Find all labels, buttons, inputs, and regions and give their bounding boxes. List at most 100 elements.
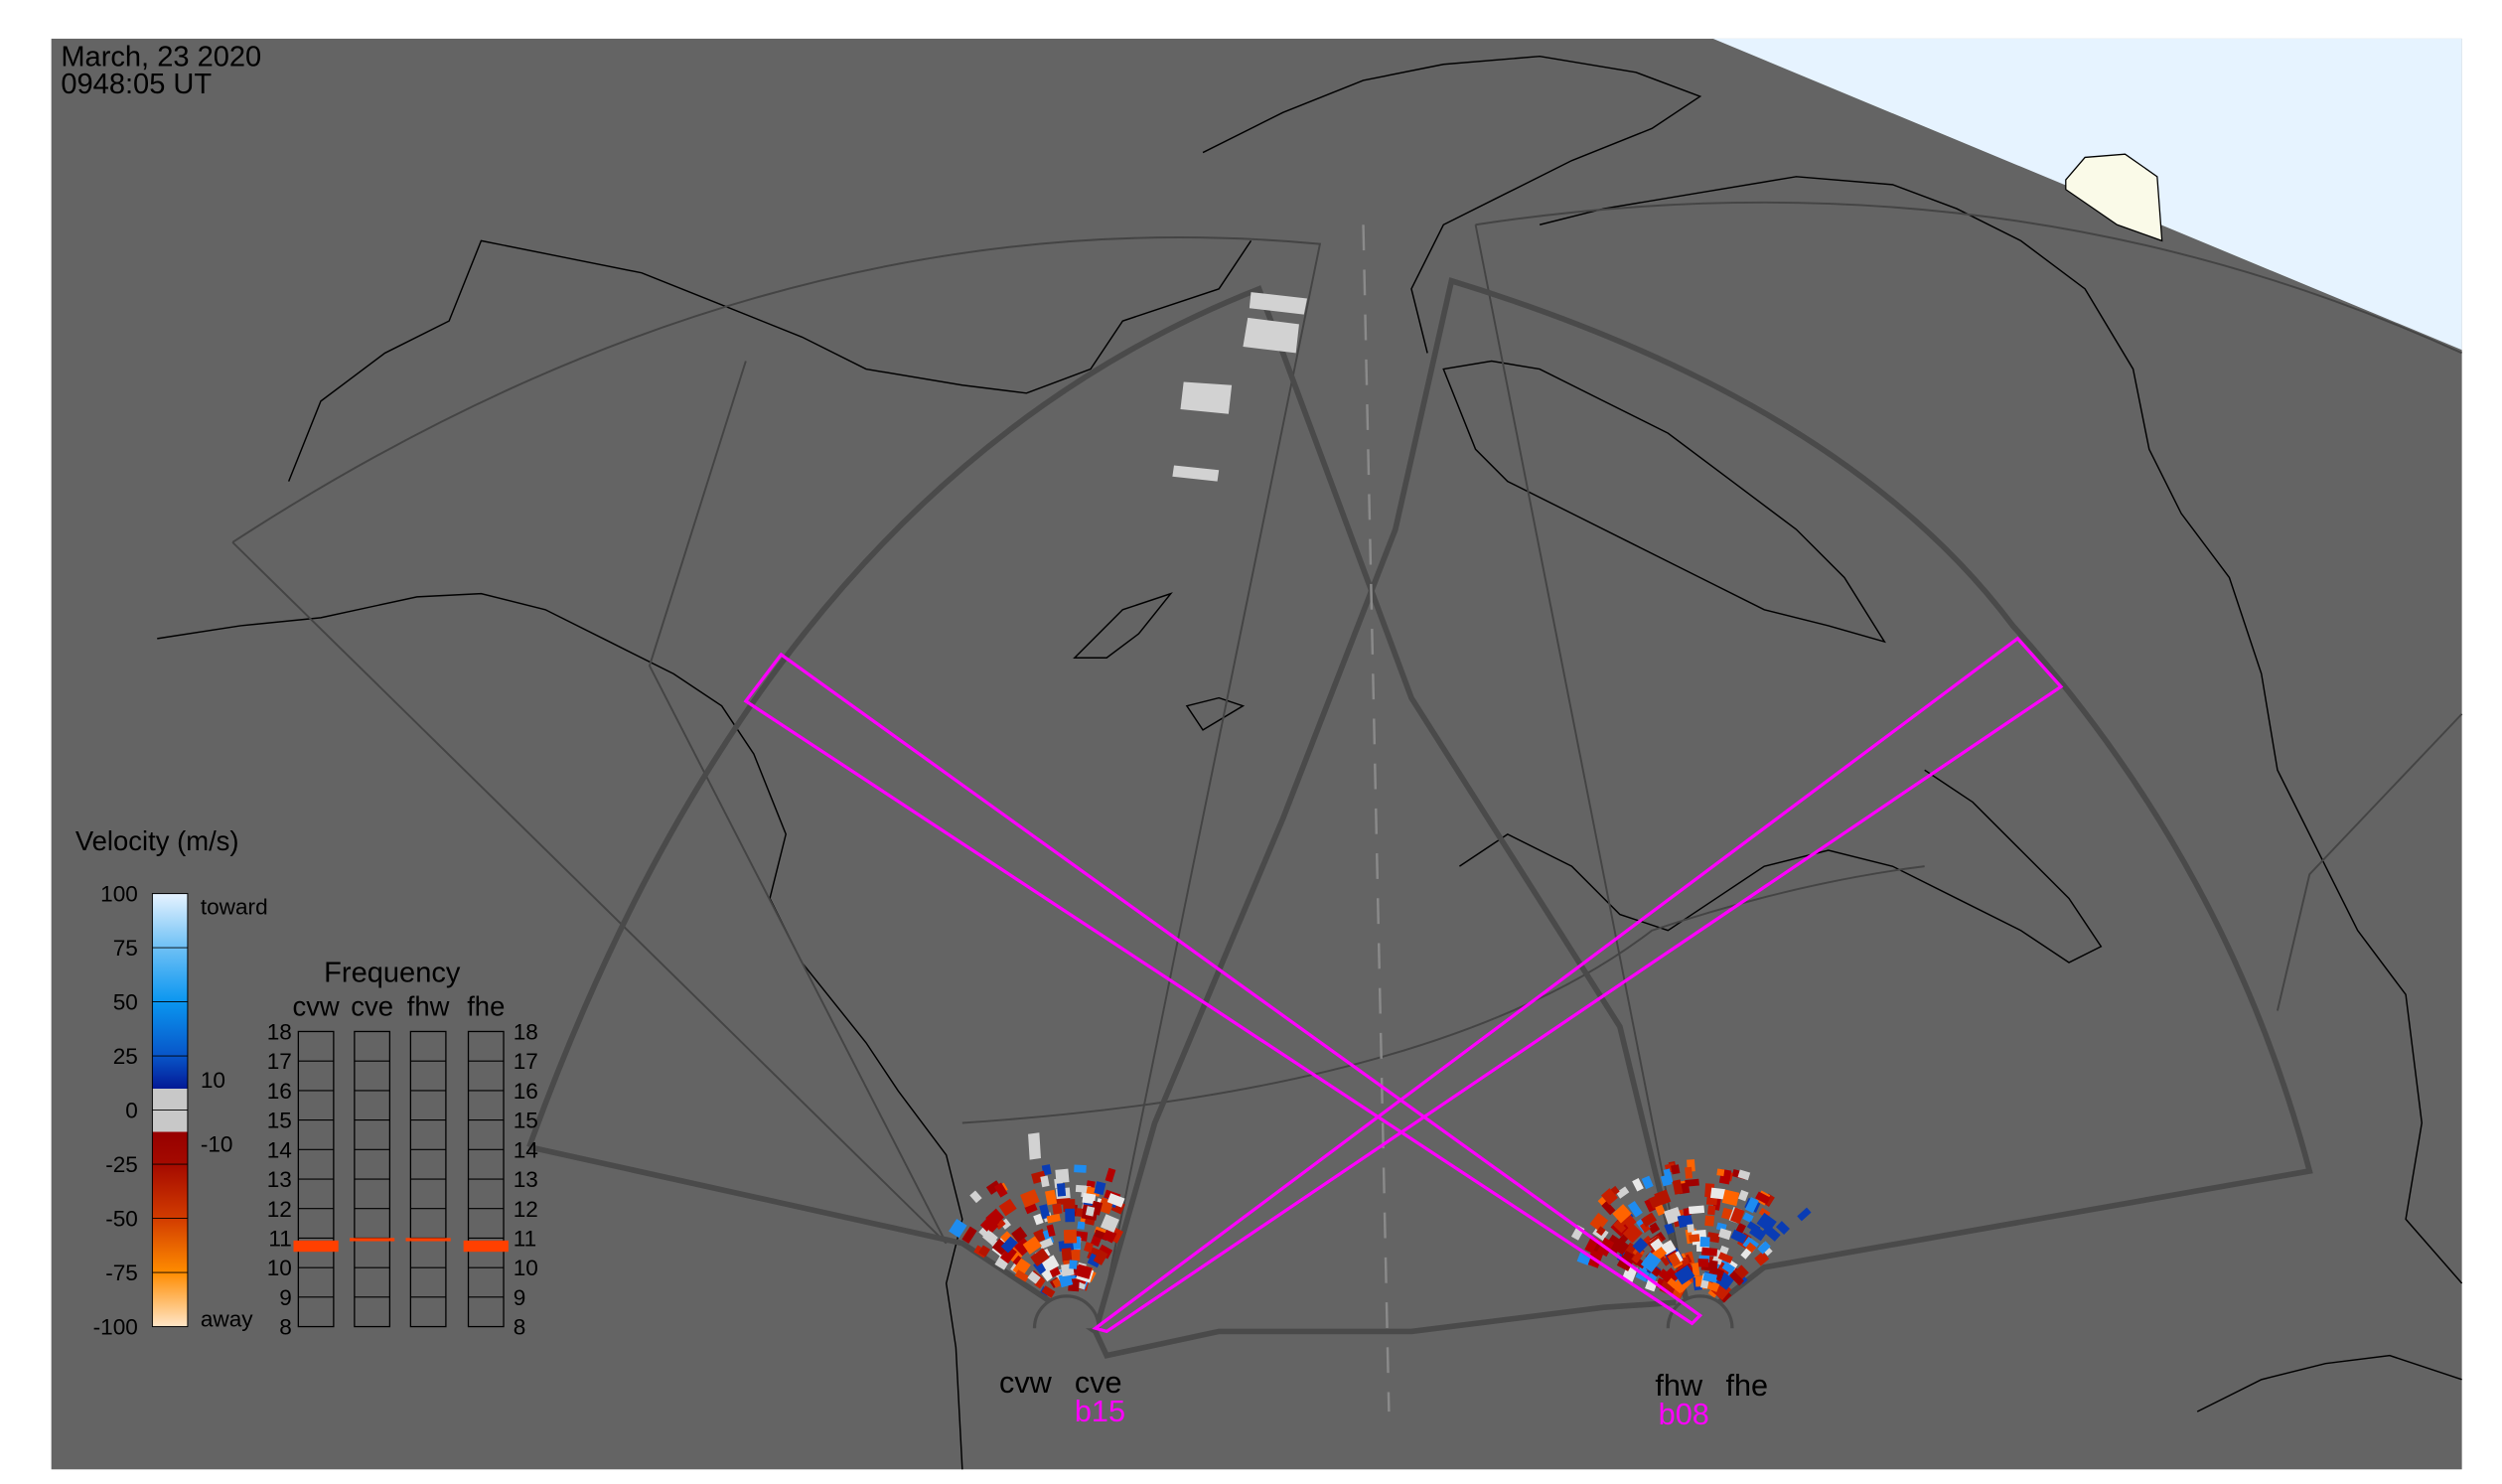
backscatter-cell <box>1074 1164 1087 1173</box>
backscatter-cell <box>1701 1247 1718 1257</box>
backscatter-cell <box>1612 1204 1632 1224</box>
frequency-tick-right: 10 <box>514 1256 538 1280</box>
backscatter-cell <box>1027 1270 1041 1284</box>
backscatter-cell <box>1706 1232 1720 1244</box>
backscatter-cell <box>1664 1222 1676 1235</box>
backscatter-cell <box>1672 1179 1684 1195</box>
backscatter-cell <box>1697 1259 1709 1267</box>
away-label: away <box>201 1307 253 1332</box>
backscatter-cell <box>1674 1264 1695 1285</box>
backscatter-cell <box>1030 1248 1050 1267</box>
backscatter-cell <box>1082 1192 1097 1205</box>
backscatter-cell <box>961 1226 977 1245</box>
frequency-column-label: fhw <box>407 990 450 1021</box>
backscatter-cell <box>1730 1229 1747 1245</box>
backscatter-cell <box>1065 1208 1076 1223</box>
backscatter-cells <box>949 1159 1812 1329</box>
backscatter-cell <box>1754 1251 1770 1266</box>
backscatter-cell <box>1000 1236 1018 1254</box>
backscatter-cell <box>1058 1272 1074 1288</box>
backscatter-cell <box>1040 1175 1050 1188</box>
backscatter-cell <box>1737 1189 1749 1202</box>
frequency-tick-right: 18 <box>514 1020 538 1045</box>
map-background <box>51 38 2462 1470</box>
frequency-tick-left: 17 <box>267 1049 292 1074</box>
backscatter-cell <box>1601 1200 1616 1216</box>
frequency-tick-right: 14 <box>514 1137 538 1162</box>
backscatter-cell <box>1631 1252 1643 1264</box>
backscatter-cell <box>1100 1214 1119 1233</box>
frequency-tick-left: 18 <box>267 1020 292 1045</box>
neg-threshold-label: -10 <box>201 1132 233 1157</box>
backscatter-cell <box>1084 1242 1094 1254</box>
backscatter-cell <box>1748 1225 1767 1242</box>
backscatter-cell <box>1012 1255 1025 1268</box>
backscatter-cell <box>1689 1234 1700 1243</box>
backscatter-cell <box>1699 1236 1710 1248</box>
backscatter-cell <box>1745 1242 1757 1254</box>
backscatter-cell <box>1717 1252 1733 1263</box>
backscatter-cell <box>1632 1237 1649 1254</box>
backscatter-cell <box>1681 1257 1691 1266</box>
backscatter-cell <box>1668 1252 1682 1267</box>
backscatter-cell <box>1075 1263 1093 1279</box>
backscatter-cell <box>1063 1229 1078 1244</box>
backscatter-cell <box>1744 1197 1759 1214</box>
frequency-marker-cve <box>350 1238 395 1242</box>
backscatter-cell <box>1052 1203 1063 1215</box>
backscatter-cell <box>1692 1262 1700 1276</box>
backscatter-cell <box>1639 1221 1651 1234</box>
backscatter-cell <box>1664 1206 1683 1225</box>
backscatter-cell <box>1757 1241 1771 1255</box>
backscatter-cell <box>1077 1221 1086 1230</box>
backscatter-cell <box>1687 1224 1694 1233</box>
backscatter-cell <box>1685 1166 1693 1179</box>
backscatter-cell <box>1667 1277 1679 1289</box>
backscatter-cell <box>1721 1261 1736 1274</box>
backscatter-cell <box>1644 1197 1658 1213</box>
backscatter-cell <box>1034 1276 1046 1289</box>
velocity-tick: 50 <box>113 990 138 1015</box>
frequency-tick-right: 16 <box>514 1079 538 1104</box>
backscatter-cell <box>985 1180 1002 1195</box>
backscatter-cell <box>1729 1207 1745 1225</box>
backscatter-cell <box>1755 1191 1771 1205</box>
backscatter-cell <box>1014 1269 1030 1282</box>
velocity-tick: 25 <box>113 1044 138 1069</box>
backscatter-cell <box>1632 1177 1644 1192</box>
backscatter-cell <box>1742 1212 1754 1224</box>
frequency-column-label: fhe <box>467 990 505 1021</box>
backscatter-cell <box>1707 1205 1716 1216</box>
frequency-column-label: cve <box>351 990 393 1021</box>
frequency-column-label: cvw <box>292 990 339 1021</box>
frequency-legend-title: Frequency <box>324 957 461 988</box>
frequency-tick-right: 15 <box>514 1109 538 1133</box>
frequency-tick-left: 12 <box>267 1197 292 1222</box>
backscatter-cell <box>1797 1207 1812 1222</box>
selected-beams <box>743 636 2064 1334</box>
backscatter-cell <box>1097 1244 1113 1260</box>
backscatter-cell <box>969 1190 982 1204</box>
backscatter-cell <box>1046 1224 1056 1238</box>
backscatter-cell <box>1589 1212 1609 1232</box>
velocity-tick: -75 <box>105 1261 138 1285</box>
velocity-tick: -25 <box>105 1152 138 1177</box>
backscatter-cell <box>1094 1181 1106 1196</box>
backscatter-cell <box>1045 1189 1058 1206</box>
time-label: 0948:05 UT <box>61 69 212 100</box>
frequency-tick-left: 13 <box>267 1167 292 1192</box>
backscatter-cell <box>1616 1186 1630 1199</box>
backscatter-cell <box>1039 1238 1054 1250</box>
backscatter-cell <box>978 1245 990 1258</box>
frequency-marker-cvw <box>293 1240 339 1253</box>
backscatter-cell <box>999 1246 1017 1264</box>
velocity-tick: 75 <box>113 936 138 961</box>
coastlines <box>157 55 2463 1470</box>
frequency-tick-right: 13 <box>514 1167 538 1192</box>
backscatter-cell <box>1718 1228 1732 1241</box>
backscatter-cell <box>1061 1248 1073 1262</box>
backscatter-cell <box>1075 1208 1084 1217</box>
backscatter-cell <box>1052 1277 1062 1288</box>
backscatter-cell <box>1663 1168 1674 1184</box>
